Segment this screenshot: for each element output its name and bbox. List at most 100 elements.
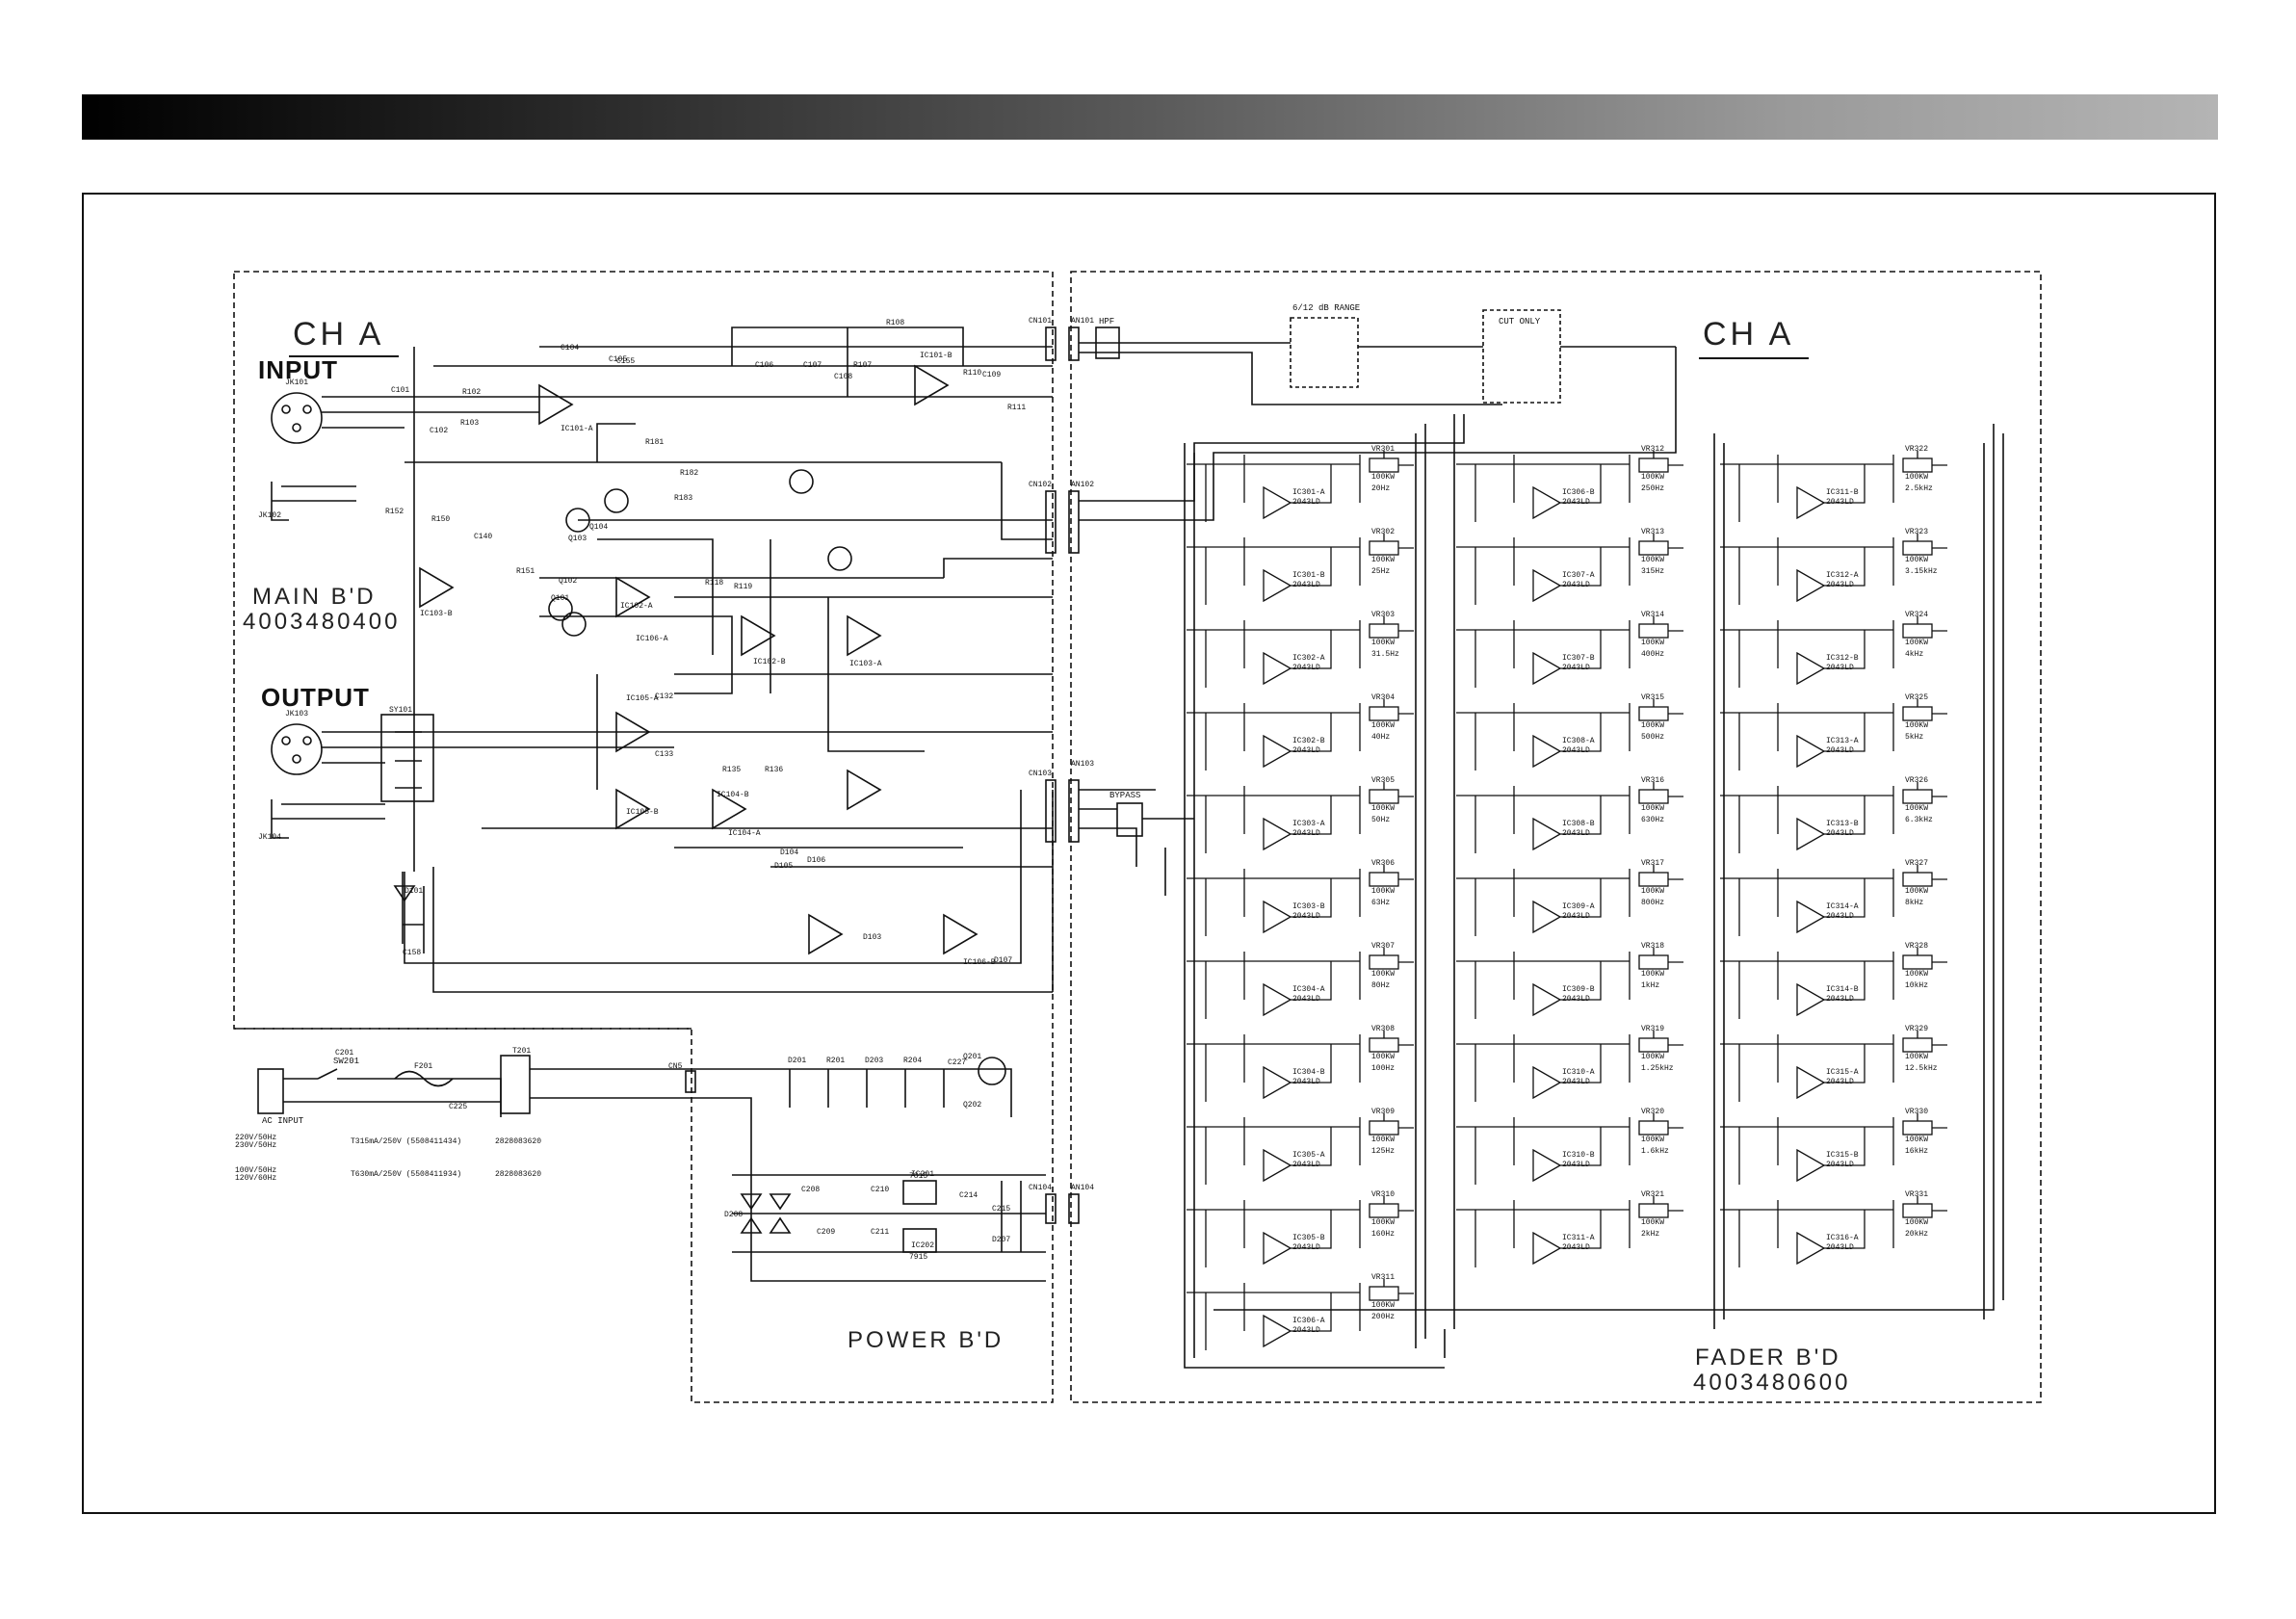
fader-band-label: 6.3kHz: [1905, 816, 1933, 824]
fader-ic-label: IC311-B: [1826, 488, 1859, 497]
fader-band-label: 1.6kHz: [1641, 1147, 1669, 1156]
connector-label-an104: AN104: [1071, 1184, 1095, 1192]
fader-band-label: 2.5kHz: [1905, 484, 1933, 493]
fader-ic-type: 2043LD: [1292, 1326, 1320, 1335]
fader-pot-wiper: [1917, 782, 1947, 797]
connector-label-cn101: CN101: [1029, 317, 1053, 326]
fader-opamp: [1263, 651, 1292, 686]
fader-stage-wiring: [1187, 620, 1361, 668]
fader-pot-wiper: [1917, 948, 1947, 963]
fader-pot-label: VR304: [1371, 693, 1396, 702]
fader-pot-label: VR327: [1905, 859, 1929, 868]
fader-pot-wiper: [1653, 534, 1683, 549]
component-label: D104: [780, 849, 799, 857]
component-label: C109: [982, 371, 1002, 379]
fader-stage-wiring: [1456, 537, 1631, 586]
component-label: R111: [1007, 404, 1027, 412]
fader-pot-wiper: [1653, 948, 1683, 963]
component-label: Q202: [963, 1101, 982, 1110]
component-label: R110: [963, 369, 982, 378]
fader-pot-label: VR308: [1371, 1025, 1396, 1033]
fader-ic-label: IC303-A: [1292, 820, 1325, 828]
fader-pot-body: [1902, 457, 1933, 473]
fader-ic-label: IC303-B: [1292, 902, 1325, 911]
fader-pot-wiper: [1653, 1196, 1683, 1212]
regulator-7815-label: 7815: [909, 1172, 928, 1181]
fader-stage-wiring: [1456, 1117, 1631, 1165]
fader-ic-type: 2043LD: [1292, 1161, 1320, 1169]
component-label: R103: [460, 419, 480, 428]
component-label: C108: [834, 373, 853, 381]
fader-ic-type: 2043LD: [1562, 995, 1590, 1004]
fader-band-label: 12.5kHz: [1905, 1064, 1938, 1073]
fader-ic-type: 2043LD: [1292, 664, 1320, 672]
fader-pot-body: [1369, 1037, 1399, 1053]
fader-ic-type: 2043LD: [1826, 995, 1854, 1004]
fader-pot-label: VR315: [1641, 693, 1665, 702]
fuse-row-1-voltage: 220V/50Hz 230V/50Hz: [235, 1134, 277, 1150]
fader-pot-wiper: [1917, 1113, 1947, 1129]
main-board-number: 4003480400: [243, 609, 401, 635]
fader-stage-feedback: [1738, 464, 1866, 522]
component-label: C211: [871, 1228, 890, 1237]
main-board-label: MAIN B'D: [252, 584, 377, 610]
fader-pot-label: VR305: [1371, 776, 1396, 785]
component-label: Q104: [589, 523, 609, 532]
component-label: C102: [430, 427, 449, 435]
fader-pot-value: 100KW: [1641, 1053, 1665, 1061]
fader-pot-wiper: [1383, 1113, 1414, 1129]
fader-ic-type: 2043LD: [1562, 1243, 1590, 1252]
fader-pot-value: 100KW: [1905, 1053, 1929, 1061]
fader-pot-label: VR312: [1641, 445, 1665, 454]
fader-pot-wiper: [1917, 699, 1947, 715]
component-label: C227: [948, 1058, 967, 1067]
fader-ic-type: 2043LD: [1826, 746, 1854, 755]
fader-ic-type: 2043LD: [1562, 912, 1590, 921]
fader-pot-body: [1369, 1286, 1399, 1301]
fader-pot-value: 100KW: [1371, 970, 1396, 979]
fader-pot-wiper: [1383, 616, 1414, 632]
fader-ic-label: IC304-B: [1292, 1068, 1325, 1077]
fader-stage-feedback: [1474, 961, 1602, 1019]
component-label: R107: [853, 361, 873, 370]
fader-ic-label: IC304-A: [1292, 985, 1325, 994]
fader-pot-body: [1369, 1120, 1399, 1136]
fuse-row-1-fuse: T315mA/250V (5508411434): [351, 1137, 462, 1146]
fader-pot-body: [1638, 1203, 1669, 1218]
fader-ic-type: 2043LD: [1292, 1243, 1320, 1252]
fader-stage-wiring: [1187, 537, 1361, 586]
fader-pot-wiper: [1653, 1113, 1683, 1129]
fader-pot-label: VR313: [1641, 528, 1665, 536]
fader-stage-wiring: [1456, 952, 1631, 1000]
fader-pot-label: VR323: [1905, 528, 1929, 536]
fader-pot-value: 100KW: [1905, 1136, 1929, 1144]
fader-pot-value: 100KW: [1641, 1136, 1665, 1144]
fader-ic-type: 2043LD: [1826, 829, 1854, 838]
fader-opamp: [1532, 817, 1562, 851]
fader-pot-value: 100KW: [1905, 473, 1929, 482]
fader-ic-type: 2043LD: [1562, 829, 1590, 838]
component-label: IC101-B: [920, 352, 952, 360]
component-label: F201: [414, 1062, 433, 1071]
fader-pot-wiper: [1917, 534, 1947, 549]
component-label: C210: [871, 1186, 890, 1194]
fader-stage-wiring: [1187, 1117, 1361, 1165]
fader-ic-type: 2043LD: [1292, 746, 1320, 755]
fader-band-label: 4kHz: [1905, 650, 1924, 659]
fader-pot-body: [1638, 706, 1669, 721]
fader-pot-wiper: [1383, 948, 1414, 963]
component-label: R152: [385, 508, 404, 516]
component-label: C201: [335, 1049, 354, 1058]
connector-label-an103: AN103: [1071, 760, 1095, 769]
fader-pot-value: 100KW: [1371, 639, 1396, 647]
fader-pot-wiper: [1917, 1031, 1947, 1046]
component-label: D201: [788, 1057, 807, 1065]
fader-stage-wiring: [1187, 455, 1361, 503]
power-board-label: POWER B'D: [848, 1327, 1004, 1353]
fader-stage-wiring: [1187, 869, 1361, 917]
fader-pot-body: [1902, 1120, 1933, 1136]
fader-opamp: [1532, 982, 1562, 1017]
fader-pot-body: [1902, 623, 1933, 639]
output-xlr-jack: [271, 723, 323, 775]
